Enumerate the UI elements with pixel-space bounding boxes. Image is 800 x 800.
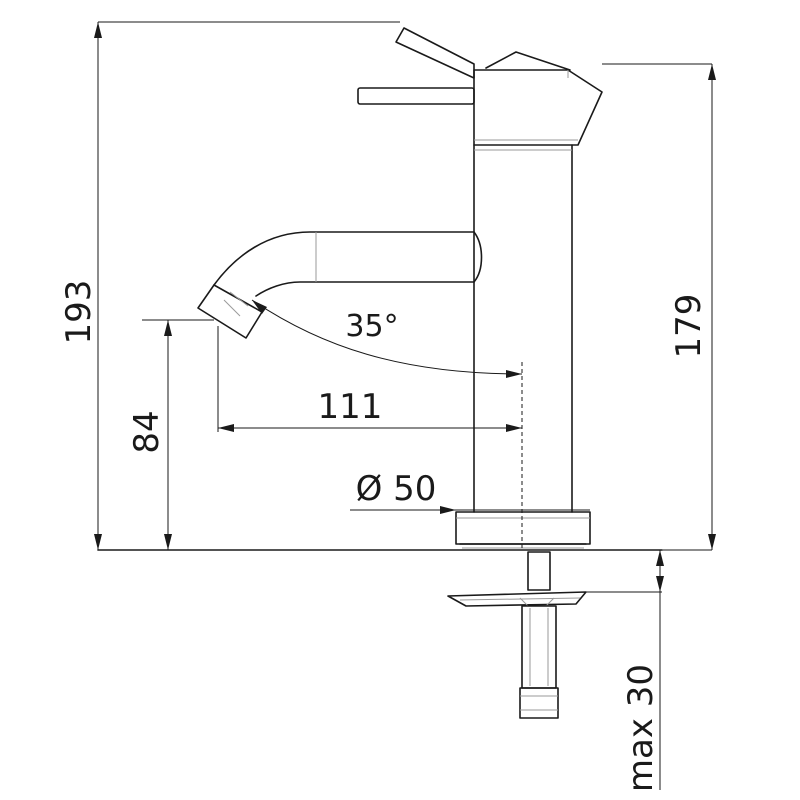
dimension-body-height: 179	[590, 63, 716, 551]
dimension-spout-height: 84	[127, 319, 214, 550]
dimension-spout-reach: 111	[217, 326, 522, 432]
dimension-label-diameter: Ø 50	[356, 469, 437, 509]
dimension-max-mount: max 30	[586, 550, 664, 792]
mounting-hardware	[447, 551, 587, 719]
faucet-body	[455, 144, 591, 549]
dimension-label-111: 111	[318, 387, 383, 427]
dimension-total-height: 193	[59, 21, 400, 550]
dimension-label-193: 193	[59, 280, 99, 345]
dimension-label-179: 179	[669, 294, 709, 359]
faucet-spout	[197, 231, 483, 339]
dimension-label-84: 84	[127, 410, 167, 453]
dimension-label-angle: 35°	[345, 309, 398, 344]
dimension-base-diameter: Ø 50	[350, 469, 590, 514]
dimension-label-max30: max 30	[621, 664, 661, 792]
faucet-handle	[357, 27, 603, 146]
dimension-spout-angle: 35°	[251, 299, 523, 378]
